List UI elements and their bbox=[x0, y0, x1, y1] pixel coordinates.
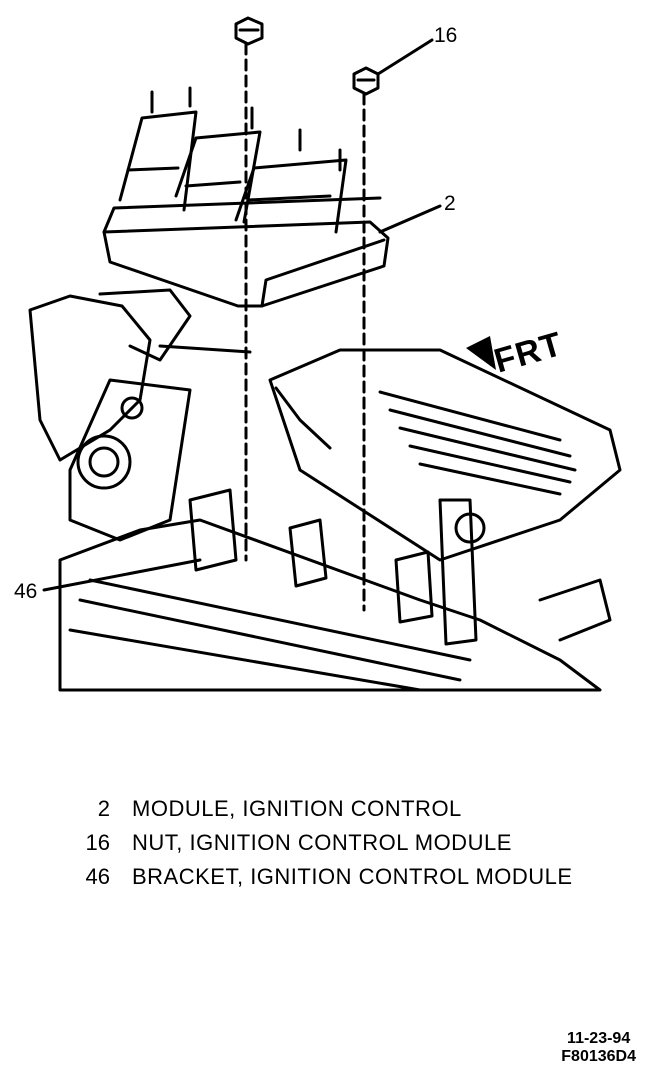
ignition-control-module bbox=[102, 86, 390, 308]
figure-code: F80136D4 bbox=[561, 1048, 636, 1065]
nut-left bbox=[234, 16, 264, 46]
figure-footer: 11-23-94 F80136D4 bbox=[561, 1030, 636, 1066]
legend-description: BRACKET, IGNITION CONTROL MODULE bbox=[132, 864, 573, 889]
legend-item: 16 NUT, IGNITION CONTROL MODULE bbox=[70, 830, 630, 864]
legend-number: 46 bbox=[85, 864, 110, 889]
leader-16 bbox=[376, 38, 434, 76]
leader-46 bbox=[42, 558, 202, 592]
callout-2: 2 bbox=[444, 192, 456, 215]
intake-manifold bbox=[268, 348, 622, 562]
leader-2 bbox=[378, 204, 442, 234]
callout-16: 16 bbox=[434, 24, 458, 47]
legend-item: 2 MODULE, IGNITION CONTROL bbox=[70, 796, 630, 830]
legend-number: 16 bbox=[85, 830, 110, 855]
front-bracket bbox=[28, 288, 192, 542]
engine-block bbox=[58, 488, 612, 692]
figure-date: 11-23-94 bbox=[567, 1030, 631, 1047]
parts-legend: 2 MODULE, IGNITION CONTROL 16 NUT, IGNIT… bbox=[70, 796, 630, 898]
nut-right bbox=[352, 66, 380, 96]
legend-description: MODULE, IGNITION CONTROL bbox=[132, 796, 462, 821]
front-arrow-icon bbox=[466, 336, 496, 370]
legend-item: 46 BRACKET, IGNITION CONTROL MODULE bbox=[70, 864, 630, 898]
callout-46: 46 bbox=[14, 580, 38, 603]
legend-number: 2 bbox=[97, 796, 110, 821]
engine-diagram bbox=[28, 16, 622, 692]
legend-description: NUT, IGNITION CONTROL MODULE bbox=[132, 830, 512, 855]
